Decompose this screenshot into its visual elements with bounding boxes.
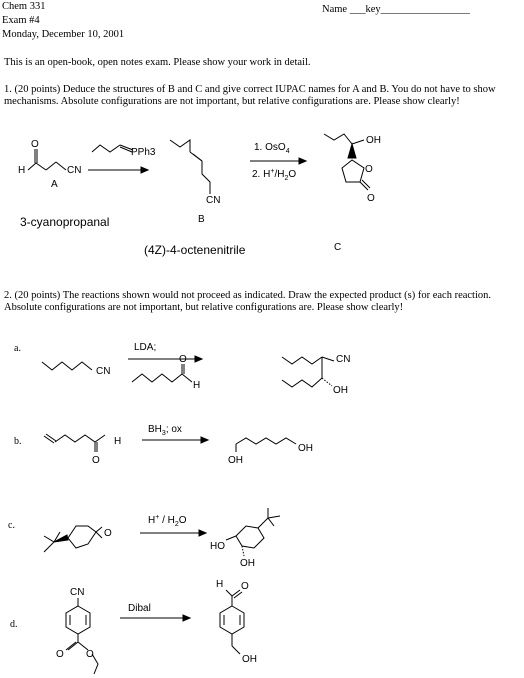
d-product-aldehyde-oxygen: O xyxy=(241,581,249,592)
part-c: c. O H+ / H2O HO OH xyxy=(8,508,281,569)
hexanenitrile-structure xyxy=(41,361,93,371)
wittig-ylide: PPh3 xyxy=(91,144,156,158)
d-nitrile-label: CN xyxy=(70,587,84,598)
question-2-prompt: 2. (20 points) The reactions shown would… xyxy=(4,290,492,313)
compound-a-label: A xyxy=(51,179,58,190)
part-c-label: c. xyxy=(8,520,15,531)
d-reagent: Dibal xyxy=(128,603,151,614)
compound-b-structure: CN B xyxy=(169,139,220,225)
compound-b-name: (4Z)-4-octenenitrile xyxy=(144,243,246,257)
d-ester-oxygen: O xyxy=(86,649,94,660)
a-aldehyde-oxygen: O xyxy=(179,354,187,365)
a-reagent: LDA; xyxy=(134,342,156,353)
b-aldehyde-hydrogen: H xyxy=(114,436,121,447)
b-aldehyde-oxygen: O xyxy=(92,455,100,466)
course-title: Chem 331 xyxy=(2,1,46,12)
a-aldehyde-hydrogen: H xyxy=(193,380,200,391)
compound-c-structure: OH O O C xyxy=(323,133,381,253)
c-product-hydroxyl-left: HO xyxy=(210,541,225,552)
name-line: Name ___key_________________ xyxy=(322,4,470,15)
compound-a-name: 3-cyanopropanal xyxy=(20,215,110,229)
d-product-hydroxyl: OH xyxy=(242,654,257,665)
exam-date: Monday, December 10, 2001 xyxy=(2,29,125,40)
hexanediol-structure xyxy=(235,437,297,445)
tbu-group-c xyxy=(43,535,55,553)
part-a: a. CN LDA; O H CN OH xyxy=(14,342,350,396)
c-reagent: H+ / H2O xyxy=(148,514,187,528)
c-ring-oxygen-label: O xyxy=(365,164,373,175)
b-product-hydroxyl-left: OH xyxy=(228,455,243,466)
b-reagent: BH3; ox xyxy=(148,424,182,437)
hexenal-structure xyxy=(54,434,106,443)
b-nitrile-label: CN xyxy=(206,195,220,206)
part-d-label: d. xyxy=(10,619,18,630)
a-hydrogen-label: H xyxy=(18,165,25,176)
c-epoxide-oxygen: O xyxy=(104,528,112,539)
part-a-label: a. xyxy=(14,343,21,354)
a-nitrile-label: CN xyxy=(67,165,81,176)
exam-number: Exam #4 xyxy=(2,15,40,26)
d-product-aldehyde-hydrogen: H xyxy=(216,579,223,590)
b-product-hydroxyl-right: OH xyxy=(298,443,313,454)
a-oxygen-label: O xyxy=(31,139,39,150)
compound-a-structure: O H CN A xyxy=(18,139,81,190)
part-d: d. CN O O Dibal H O OH xyxy=(10,579,257,675)
c-hydroxyl-label: OH xyxy=(366,135,381,146)
a-product-hydroxyl: OH xyxy=(333,385,348,396)
part-b: b. O H BH3; ox OH OH xyxy=(14,424,313,466)
part-b-label: b. xyxy=(14,436,22,447)
a-sm-nitrile-label: CN xyxy=(96,366,110,377)
step-1-reagent: 1. OsO4 xyxy=(254,142,290,155)
ylide-label: PPh3 xyxy=(131,147,156,158)
c-product-hydroxyl-bottom: OH xyxy=(240,558,255,569)
c-carbonyl-oxygen-label: O xyxy=(367,193,375,204)
cyclohexane-epoxide xyxy=(67,525,97,549)
a-product-chain-top xyxy=(281,356,323,365)
a-product-chain-bottom xyxy=(281,377,323,388)
a-product-nitrile: CN xyxy=(336,354,350,365)
pentanal-structure xyxy=(131,373,193,383)
compound-b-label: B xyxy=(198,214,205,225)
compound-c-label: C xyxy=(334,242,341,253)
question-1-prompt: 1. (20 points) Deduce the structures of … xyxy=(4,84,496,107)
c-product-ring xyxy=(235,525,265,549)
intro-text: This is an open-book, open notes exam. P… xyxy=(4,57,311,68)
tbu-group-product xyxy=(267,508,281,519)
d-ester-carbonyl-oxygen: O xyxy=(56,649,64,660)
